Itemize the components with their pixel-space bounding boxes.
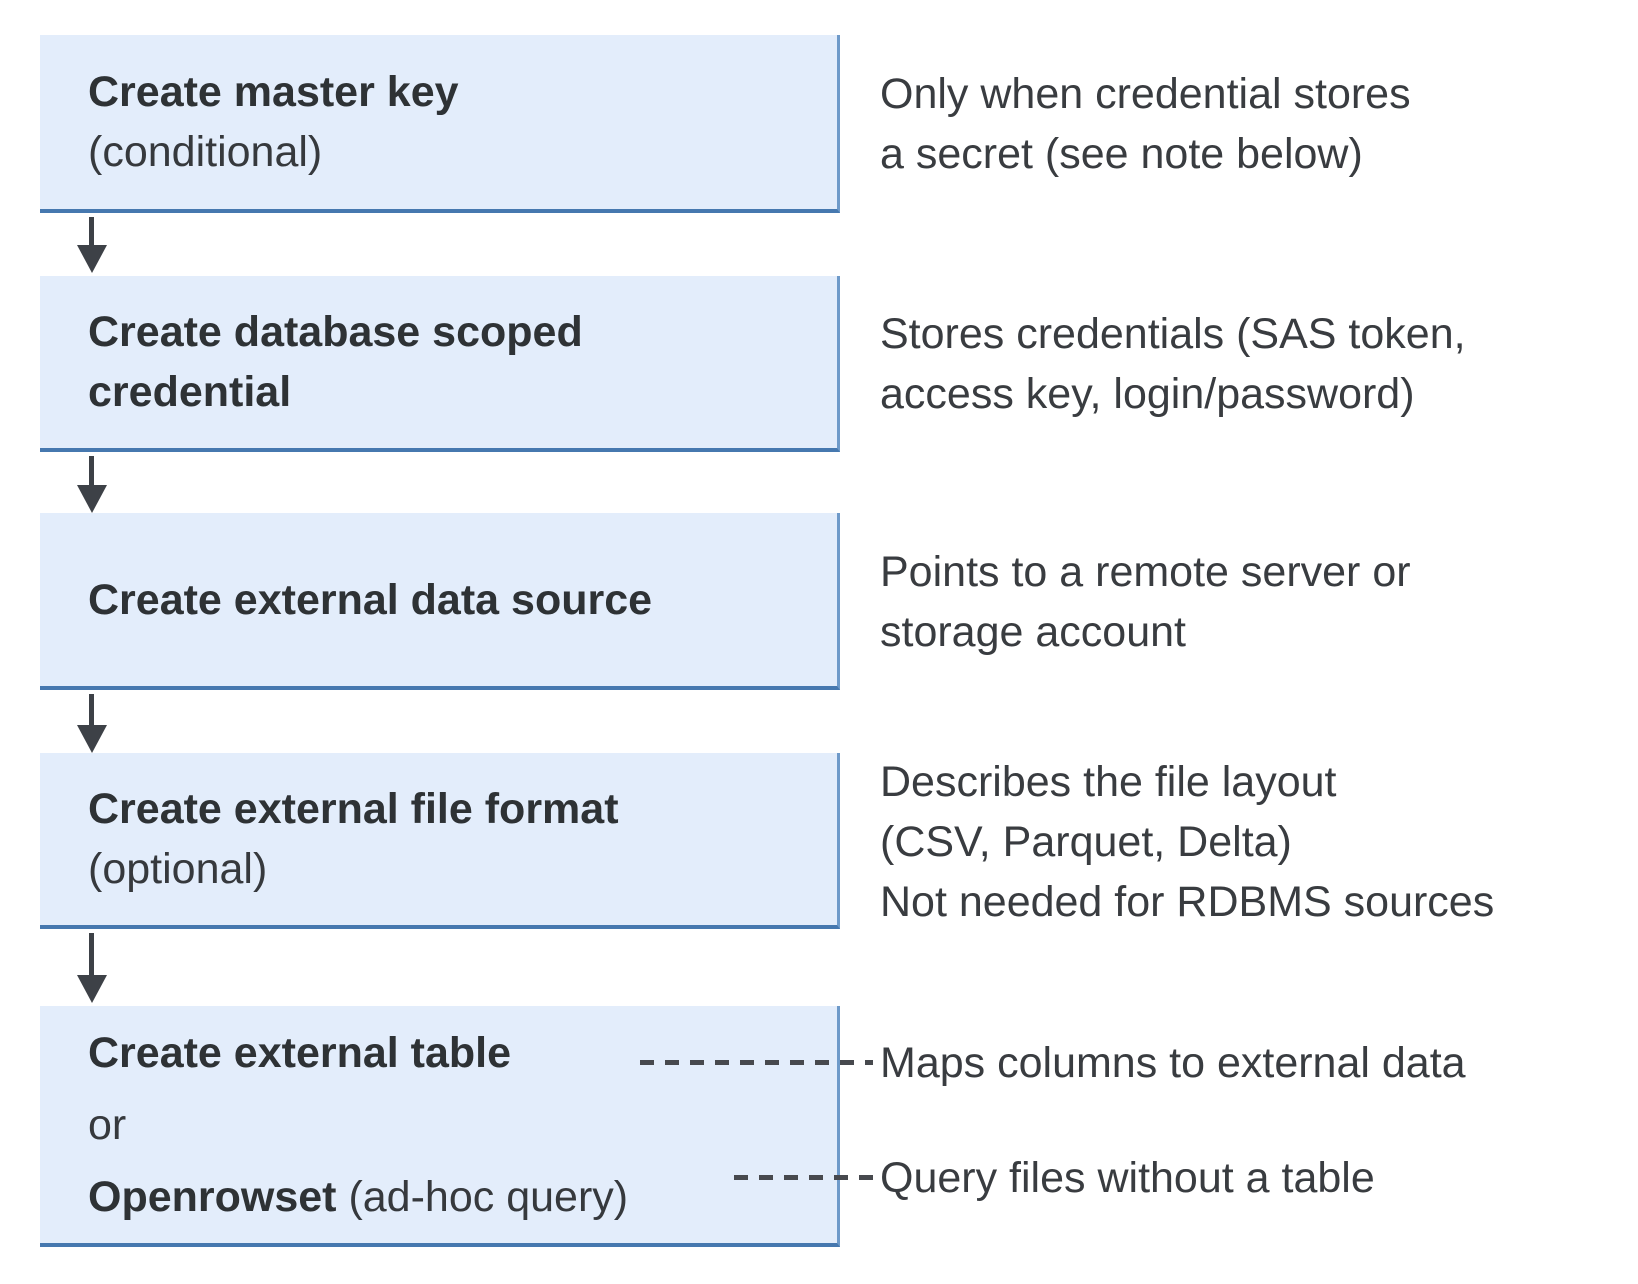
note-external-data-source: Points to a remote server or storage acc…	[880, 548, 1411, 656]
flow-arrow-3	[77, 694, 107, 753]
arrow-line	[89, 694, 94, 729]
arrow-down-icon	[77, 725, 107, 753]
arrow-down-icon	[77, 245, 107, 273]
arrow-line	[89, 933, 94, 979]
step-title: Create external file format	[88, 785, 619, 833]
arrow-down-icon	[77, 485, 107, 513]
arrow-line	[89, 217, 94, 249]
note-database-scoped-credential: Stores credentials (SAS token, access ke…	[880, 310, 1466, 418]
step-title: Create external table	[88, 1028, 512, 1077]
step-box-create-external-table-or-openrowset: Create external table or Openrowset (ad-…	[40, 1006, 840, 1247]
arrow-down-icon	[77, 975, 107, 1003]
step-box-create-external-data-source: Create external data source	[40, 513, 840, 690]
flow-arrow-4	[77, 933, 107, 1003]
note-master-key: Only when credential stores a secret (se…	[880, 70, 1411, 178]
step-qualifier: (optional)	[88, 845, 268, 893]
step-box-create-master-key: Create master key (conditional)	[40, 35, 840, 213]
note-external-file-format: Describes the file layout (CSV, Parquet,…	[880, 758, 1495, 926]
step-title: Create master key	[88, 68, 459, 116]
dashed-connector-openrowset	[734, 1175, 873, 1180]
flow-arrow-2	[77, 456, 107, 513]
step-box-create-external-file-format: Create external file format (optional)	[40, 753, 840, 929]
step-alt-title: Openrowset	[88, 1172, 337, 1221]
arrow-line	[89, 456, 94, 489]
note-openrowset: Query files without a table	[880, 1154, 1375, 1202]
step-box-create-database-scoped-credential: Create database scoped credential	[40, 276, 840, 452]
step-alt-title-line: Openrowset (ad-hoc query)	[88, 1161, 808, 1233]
step-qualifier: (conditional)	[88, 128, 323, 176]
dashed-connector-external-table	[640, 1060, 873, 1065]
step-alt-qualifier: (ad-hoc query)	[348, 1172, 629, 1221]
flow-arrow-1	[77, 217, 107, 273]
step-conjunction: or	[88, 1100, 127, 1149]
note-external-table: Maps columns to external data	[880, 1039, 1466, 1087]
step-title: Create external data source	[88, 575, 653, 624]
step-title: Create database scoped credential	[88, 308, 583, 416]
